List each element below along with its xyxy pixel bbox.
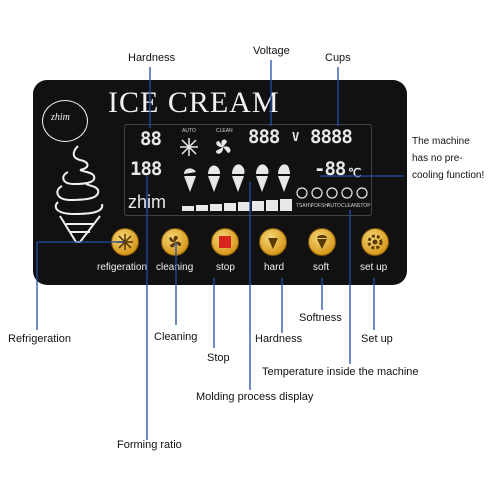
soft-button[interactable] bbox=[308, 228, 336, 256]
voltage-unit: V bbox=[292, 130, 299, 144]
progress-bars bbox=[182, 199, 292, 211]
lcd-display bbox=[124, 124, 372, 216]
stop-square-icon bbox=[219, 236, 231, 248]
cups-digits: 8888 bbox=[310, 126, 353, 148]
refrigeration-label: refigeration bbox=[97, 262, 148, 273]
logo-text: zhim bbox=[51, 112, 70, 123]
ratio-digits: 188 bbox=[130, 158, 162, 180]
brand-logo: zhim bbox=[42, 100, 88, 142]
stop-label: stop bbox=[216, 262, 235, 273]
setup-label: set up bbox=[360, 262, 388, 273]
callout-cleaning: Cleaning bbox=[154, 331, 198, 343]
cone-soft-icon bbox=[317, 235, 327, 249]
callout-refrigeration: Refrigeration bbox=[8, 333, 71, 345]
voltage-digits: 888 bbox=[248, 126, 280, 148]
lcd-snowflake-icon bbox=[180, 138, 198, 156]
status-label-2: FOFSH bbox=[311, 203, 328, 209]
gear-icon bbox=[367, 234, 383, 250]
callout-setup: Set up bbox=[361, 333, 393, 345]
panel-title: ICE CREAM bbox=[108, 86, 280, 119]
setup-button[interactable] bbox=[361, 228, 389, 256]
soft-label: soft bbox=[313, 262, 330, 273]
hard-button[interactable] bbox=[259, 228, 287, 256]
callout-hardness-top: Hardness bbox=[128, 52, 176, 64]
ice-cream-cone-icon bbox=[54, 145, 104, 243]
callout-forming-ratio: Forming ratio bbox=[117, 439, 182, 451]
status-label-5: STOP bbox=[357, 203, 371, 209]
temp-digits: -88 bbox=[314, 158, 346, 180]
auto-label: AUTO bbox=[182, 128, 196, 134]
clean-label: CLEAN bbox=[216, 128, 233, 134]
callout-cups: Cups bbox=[325, 52, 351, 64]
callout-no-precool: The machine has no pre-cooling function! bbox=[412, 136, 485, 181]
status-icons bbox=[296, 187, 368, 199]
callout-hardness-bottom: Hardness bbox=[255, 333, 303, 345]
status-label-4: CLEAN bbox=[341, 203, 358, 209]
hardness-digits: 88 bbox=[140, 128, 162, 150]
hard-label: hard bbox=[264, 262, 285, 273]
status-label-1: TSAHV bbox=[296, 203, 313, 209]
callout-molding: Molding process display bbox=[196, 391, 314, 403]
cleaning-label: cleaning bbox=[156, 262, 194, 273]
callout-temperature: Temperature inside the machine bbox=[262, 366, 419, 378]
callout-softness: Softness bbox=[299, 312, 342, 324]
cleaning-button[interactable] bbox=[161, 228, 189, 256]
callout-stop: Stop bbox=[207, 352, 230, 364]
lcd-fan-icon bbox=[216, 139, 231, 154]
molding-process-icon bbox=[184, 164, 290, 192]
stop-button[interactable] bbox=[211, 228, 239, 256]
callout-voltage: Voltage bbox=[253, 45, 290, 57]
status-label-3: AUTO bbox=[327, 203, 341, 209]
cone-hard-icon bbox=[268, 238, 278, 249]
